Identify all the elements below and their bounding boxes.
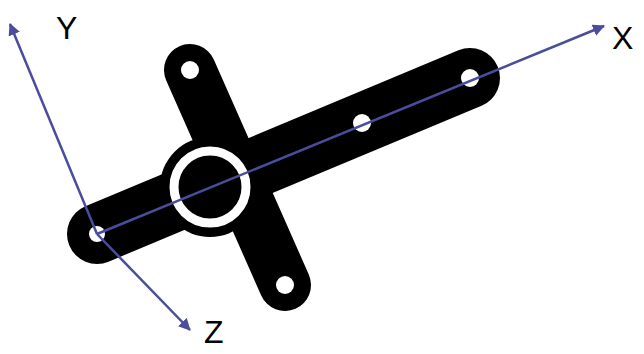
horn-hole: [181, 61, 199, 79]
x-axis: [97, 26, 604, 234]
y-axis: [10, 24, 97, 234]
axis-label: Z: [204, 316, 224, 348]
z-axis: [97, 234, 190, 330]
axis-label: Y: [56, 12, 77, 44]
axes: [10, 24, 604, 330]
horn-hole: [276, 276, 294, 294]
servo-horn: [89, 61, 479, 294]
axis-label: X: [612, 22, 633, 54]
